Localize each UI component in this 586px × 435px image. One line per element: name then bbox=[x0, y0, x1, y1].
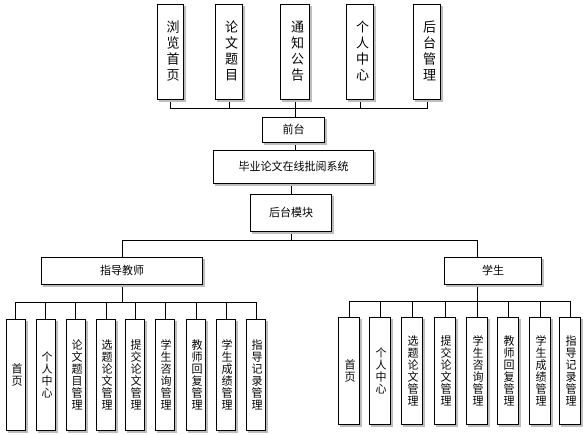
teacher-module-grades-mgmt: 学生成绩管理 bbox=[216, 319, 236, 431]
student-module-reply-mgmt: 教师回复管理 bbox=[497, 317, 519, 425]
node-label: 毕业论文在线批阅系统 bbox=[238, 160, 349, 173]
node-label: 首页 bbox=[343, 359, 356, 383]
connector-line bbox=[196, 302, 197, 319]
connector-line bbox=[170, 108, 428, 109]
node-label: 选题论文管理 bbox=[406, 335, 419, 407]
frontend-node: 前台 bbox=[262, 117, 325, 143]
node-label: 选题论文管理 bbox=[100, 339, 113, 411]
node-label: 浏览首页 bbox=[163, 20, 179, 84]
connector-line bbox=[295, 108, 296, 117]
connector-line bbox=[122, 240, 123, 257]
connector-line bbox=[445, 301, 446, 317]
node-label: 个人中心 bbox=[374, 347, 387, 395]
connector-line bbox=[360, 100, 361, 109]
node-label: 学生成绩管理 bbox=[220, 339, 233, 411]
node-label: 前台 bbox=[282, 123, 305, 136]
connector-line bbox=[295, 100, 296, 109]
student-node: 学生 bbox=[444, 257, 542, 285]
frontend-module-home: 浏览首页 bbox=[157, 4, 184, 100]
connector-line bbox=[508, 301, 509, 317]
connector-line bbox=[349, 301, 571, 302]
connector-line bbox=[295, 142, 296, 150]
connector-line bbox=[226, 302, 227, 319]
connector-line bbox=[170, 100, 171, 109]
connector-line bbox=[106, 302, 107, 319]
teacher-module-submission-mgmt: 提交论文管理 bbox=[125, 319, 145, 431]
node-label: 论文题目 bbox=[222, 20, 237, 84]
connector-line bbox=[15, 302, 257, 303]
teacher-module-consult-mgmt: 学生咨询管理 bbox=[155, 319, 175, 431]
connector-line bbox=[291, 231, 292, 240]
connector-line bbox=[380, 301, 381, 317]
frontend-module-profile: 个人中心 bbox=[346, 4, 374, 100]
connector-line bbox=[135, 302, 136, 319]
node-label: 首页 bbox=[10, 363, 23, 387]
node-label: 通知公告 bbox=[288, 20, 303, 84]
teacher-module-reply-mgmt: 教师回复管理 bbox=[186, 319, 206, 431]
student-module-consult-mgmt: 学生咨询管理 bbox=[466, 317, 488, 425]
connector-line bbox=[570, 301, 571, 317]
teacher-node: 指导教师 bbox=[41, 257, 203, 285]
frontend-module-admin: 后台管理 bbox=[413, 4, 441, 100]
connector-line bbox=[75, 302, 76, 319]
connector-line bbox=[412, 301, 413, 317]
backend-module-node: 后台模块 bbox=[250, 194, 332, 232]
system-root-node: 毕业论文在线批阅系统 bbox=[213, 150, 374, 184]
student-module-selection-mgmt: 选题论文管理 bbox=[401, 317, 423, 425]
node-label: 个人中心 bbox=[353, 20, 368, 84]
node-label: 后台管理 bbox=[420, 20, 435, 84]
node-label: 指导教师 bbox=[100, 264, 144, 277]
connector-line bbox=[477, 240, 478, 257]
node-label: 后台模块 bbox=[269, 206, 313, 219]
node-label: 指导记录管理 bbox=[564, 335, 577, 407]
connector-line bbox=[229, 100, 230, 109]
connector-line bbox=[256, 302, 257, 319]
node-label: 指导记录管理 bbox=[250, 339, 263, 411]
frontend-module-notices: 通知公告 bbox=[280, 4, 310, 100]
teacher-module-selection-mgmt: 选题论文管理 bbox=[96, 319, 116, 431]
student-module-submission-mgmt: 提交论文管理 bbox=[434, 317, 456, 425]
teacher-module-topic-mgmt: 论文题目管理 bbox=[66, 319, 86, 431]
student-module-guidance-mgmt: 指导记录管理 bbox=[559, 317, 581, 425]
node-label: 教师回复管理 bbox=[502, 335, 515, 407]
teacher-module-guidance-mgmt: 指导记录管理 bbox=[246, 319, 266, 431]
connector-line bbox=[45, 302, 46, 319]
connector-line bbox=[477, 284, 478, 301]
node-label: 学生咨询管理 bbox=[159, 339, 172, 411]
connector-line bbox=[122, 240, 478, 241]
connector-line bbox=[477, 301, 478, 317]
connector-line bbox=[349, 301, 350, 317]
node-label: 提交论文管理 bbox=[129, 339, 142, 411]
teacher-module-profile: 个人中心 bbox=[36, 319, 56, 431]
node-label: 提交论文管理 bbox=[439, 335, 452, 407]
connector-line bbox=[122, 284, 123, 302]
connector-line bbox=[165, 302, 166, 319]
node-label: 学生 bbox=[482, 264, 504, 277]
connector-line bbox=[427, 100, 428, 109]
node-label: 个人中心 bbox=[40, 351, 53, 399]
node-label: 学生成绩管理 bbox=[534, 335, 547, 407]
student-module-profile: 个人中心 bbox=[369, 317, 391, 425]
student-module-home: 首页 bbox=[338, 317, 360, 425]
connector-line bbox=[540, 301, 541, 317]
student-module-grades-mgmt: 学生成绩管理 bbox=[529, 317, 551, 425]
node-label: 论文题目管理 bbox=[70, 339, 83, 411]
connector-line bbox=[291, 183, 292, 194]
node-label: 学生咨询管理 bbox=[471, 335, 484, 407]
teacher-module-home: 首页 bbox=[6, 319, 26, 431]
frontend-module-thesis-topics: 论文题目 bbox=[215, 4, 243, 100]
connector-line bbox=[15, 302, 16, 319]
node-label: 教师回复管理 bbox=[190, 339, 203, 411]
